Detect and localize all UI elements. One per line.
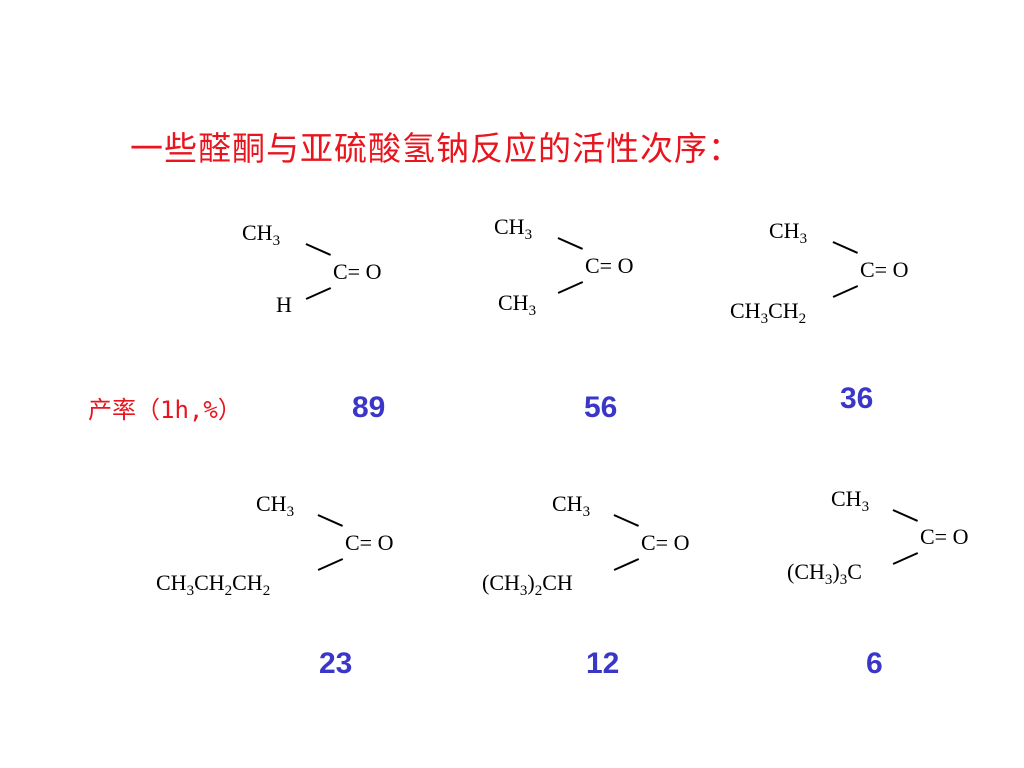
yield-value: 6 — [866, 647, 883, 680]
yield-value: 23 — [319, 647, 353, 680]
lower-bond — [892, 552, 918, 565]
upper-bond — [613, 514, 639, 527]
upper-bond — [892, 509, 918, 522]
carbonyl-group: C= O — [585, 253, 634, 278]
yield-value: 36 — [840, 382, 874, 415]
carbonyl-group: C= O — [920, 524, 969, 549]
yield-value: 12 — [586, 647, 620, 680]
upper-bond — [305, 243, 331, 256]
lower-bond — [317, 558, 343, 571]
lower-substituent: CH3CH2CH2 — [156, 570, 271, 599]
slide-title: 一些醛酮与亚硫酸氢钠反应的活性次序： — [130, 129, 742, 168]
upper-methyl-group: CH3 — [256, 491, 295, 520]
lower-substituent: (CH3)2CH — [482, 570, 573, 599]
upper-methyl-group: CH3 — [831, 486, 870, 515]
carbonyl-group: C= O — [333, 259, 382, 284]
lower-bond — [305, 287, 331, 300]
upper-bond — [317, 514, 343, 527]
lower-substituent: CH3 — [498, 290, 537, 319]
upper-methyl-group: CH3 — [552, 491, 591, 520]
upper-methyl-group: CH3 — [769, 218, 808, 247]
yield-value: 56 — [584, 391, 618, 424]
upper-methyl-group: CH3 — [242, 220, 281, 249]
yield-value: 89 — [352, 391, 386, 424]
upper-bond — [557, 237, 583, 250]
upper-bond — [832, 241, 858, 254]
carbonyl-group: C= O — [345, 530, 394, 555]
lower-substituent: (CH3)3C — [787, 559, 862, 588]
upper-methyl-group: CH3 — [494, 214, 533, 243]
lower-bond — [557, 281, 583, 294]
yield-label: 产率（1h,%） — [88, 396, 242, 424]
carbonyl-group: C= O — [860, 257, 909, 282]
carbonyl-group: C= O — [641, 530, 690, 555]
lower-bond — [832, 285, 858, 298]
lower-bond — [613, 558, 639, 571]
lower-substituent: CH3CH2 — [730, 298, 807, 327]
lower-substituent: H — [276, 292, 292, 317]
